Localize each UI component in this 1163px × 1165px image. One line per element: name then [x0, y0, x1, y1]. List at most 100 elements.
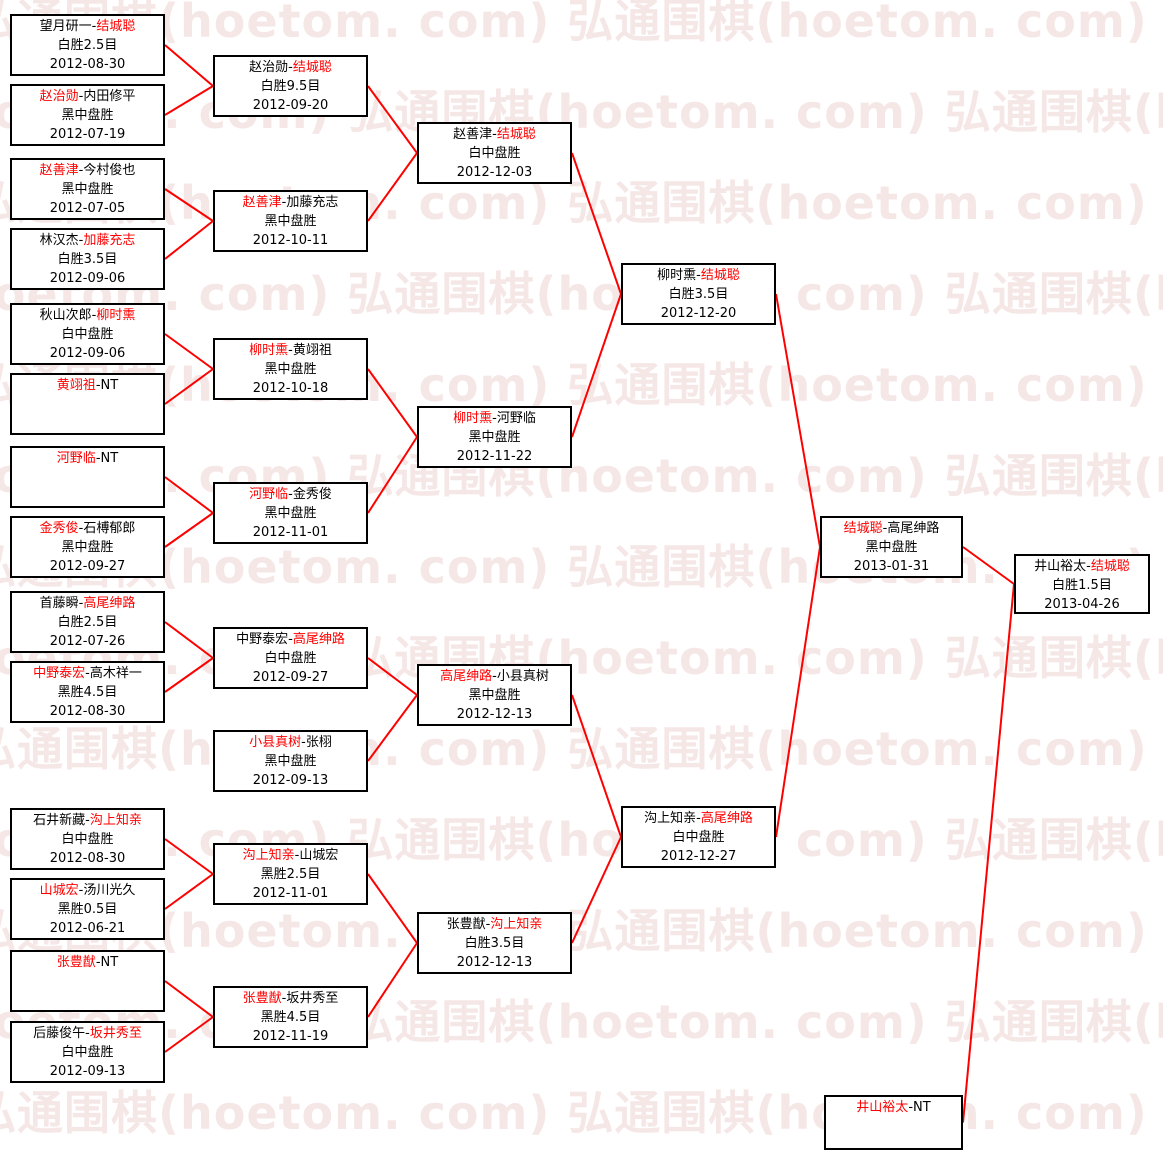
- player-separator: -: [288, 60, 293, 75]
- watermark-text: 弘通围棋(hoetom. com) 弘通围棋(hoetom. com) 弘通围棋…: [0, 267, 1163, 321]
- bracket-connector: [367, 694, 418, 762]
- match-result: 白胜3.5目: [668, 287, 729, 302]
- match-players: 张豊猷-沟上知亲: [419, 915, 570, 934]
- bracket-connector: [367, 873, 418, 944]
- player-separator: -: [78, 596, 84, 611]
- player-separator: -: [78, 883, 84, 898]
- bracket-connector: [164, 621, 214, 659]
- watermark-text: 弘通围棋(hoetom. com) 弘通围棋(hoetom. com) 弘通围棋…: [0, 540, 1163, 594]
- bracket-connector: [367, 368, 418, 438]
- match-result: 白中盘胜: [672, 830, 725, 845]
- match-result: 白胜1.5目: [1052, 578, 1112, 593]
- watermark-text: 弘通围棋(hoetom. com) 弘通围棋(hoetom. com) 弘通围棋…: [0, 722, 1163, 776]
- bracket-connector: [164, 220, 214, 260]
- player-name: 林汉杰: [39, 233, 79, 248]
- match-players: 赵治勋-结城聪: [215, 58, 366, 77]
- player-name: 高木祥一: [89, 666, 142, 681]
- watermark-text: 弘通围棋(hoetom. com) 弘通围棋(hoetom. com) 弘通围棋…: [0, 85, 1163, 139]
- match-result: 白胜3.5目: [57, 252, 118, 267]
- player-separator: -: [294, 848, 300, 863]
- player-name: 高尾绅路: [700, 811, 753, 826]
- bracket-connector: [164, 873, 214, 910]
- match-players: 后藤俊午-坂井秀至: [12, 1024, 163, 1043]
- player-separator: -: [95, 378, 101, 393]
- player-name: 山城宏: [299, 848, 339, 863]
- player-name: 张豊猷: [446, 917, 486, 932]
- match-result: 白胜2.5目: [57, 38, 118, 53]
- player-name: 结城聪: [1090, 559, 1130, 574]
- player-name: 赵治勋: [249, 60, 289, 75]
- match-date: 2012-11-19: [252, 1029, 329, 1044]
- match-box-m22: 张豊猷-坂井秀至黑胜4.5目 2012-11-19: [213, 986, 368, 1048]
- match-box-m13: 张豊猷-NT: [10, 950, 165, 1012]
- player-name: 今村俊也: [83, 163, 136, 178]
- match-date: 2012-09-27: [252, 670, 329, 685]
- player-name: 望月研一: [39, 19, 92, 34]
- match-players: 沟上知亲-山城宏: [215, 846, 366, 865]
- match-players: 黄翊祖-NT: [12, 376, 163, 395]
- match-result: 黑中盘胜: [468, 688, 521, 703]
- player-separator: -: [288, 632, 293, 647]
- match-players: 井山裕太-NT: [826, 1098, 961, 1117]
- player-name: 内田修平: [83, 89, 136, 104]
- player-separator: -: [485, 917, 491, 932]
- player-name: 井山裕太: [856, 1100, 909, 1115]
- match-date: 2012-12-13: [456, 707, 533, 722]
- player-separator: -: [696, 268, 701, 283]
- bracket-connector: [962, 583, 1015, 1123]
- bracket-connector: [164, 333, 214, 370]
- match-players: 结城聪-高尾绅路: [822, 519, 961, 538]
- match-result: 黑胜4.5目: [260, 1010, 321, 1025]
- match-players: 小县真树-张栩: [215, 733, 366, 752]
- match-players: 河野临-金秀俊: [215, 485, 366, 504]
- match-date: 2012-11-01: [252, 525, 329, 540]
- bracket-connector: [164, 188, 214, 222]
- player-name: 坂井秀至: [286, 991, 339, 1006]
- player-name: 井山裕太: [1034, 559, 1087, 574]
- match-date: 2012-09-13: [49, 1064, 126, 1079]
- player-separator: -: [78, 163, 84, 178]
- player-name: 首藤瞬: [39, 596, 79, 611]
- player-separator: -: [882, 521, 888, 536]
- match-players: 林汉杰-加藤充志: [12, 231, 163, 250]
- player-separator: -: [281, 991, 287, 1006]
- player-separator: -: [1086, 559, 1091, 574]
- bracket-connector: [367, 657, 418, 696]
- player-name: 赵善津: [453, 127, 493, 142]
- match-date: 2012-07-19: [49, 127, 126, 142]
- match-players: 赵善津-结城聪: [419, 125, 570, 144]
- player-name: 金秀俊: [39, 521, 79, 536]
- player-name: 沟上知亲: [242, 848, 295, 863]
- match-players: 柳时熏-河野临: [419, 409, 570, 428]
- player-name: 石榑郁郎: [83, 521, 136, 536]
- player-name: 坂井秀至: [89, 1026, 142, 1041]
- match-date: 2012-07-05: [49, 201, 126, 216]
- bracket-connector: [164, 838, 214, 875]
- match-players: 秋山次郎-柳时熏: [12, 306, 163, 325]
- player-name: 中野泰宏: [236, 632, 289, 647]
- match-result: 黑中盘胜: [264, 506, 317, 521]
- player-name: 赵治勋: [39, 89, 79, 104]
- bracket-connector: [367, 152, 418, 222]
- player-name: NT: [100, 955, 119, 970]
- match-date: 2012-11-22: [456, 449, 533, 464]
- player-name: 张豊猷: [242, 991, 282, 1006]
- match-players: 张豊猷-NT: [12, 953, 163, 972]
- match-date: 2012-07-26: [49, 634, 126, 649]
- player-name: 中野泰宏: [33, 666, 86, 681]
